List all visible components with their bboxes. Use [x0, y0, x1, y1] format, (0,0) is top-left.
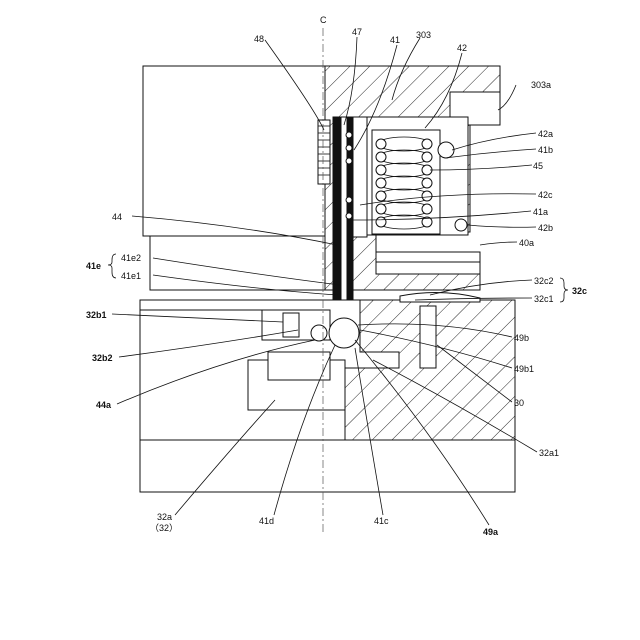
label-40a: 40a — [519, 238, 534, 248]
label-42a: 42a — [538, 129, 553, 139]
label-45: 45 — [533, 161, 543, 171]
small-ball-44a — [311, 325, 327, 341]
label-32a: 32a — [157, 512, 172, 522]
label-32c1: 32c1 — [534, 294, 554, 304]
label-41e: 41e — [86, 261, 101, 271]
label-42b: 42b — [538, 223, 553, 233]
lower-left-block — [150, 236, 325, 290]
label-41b: 41b — [538, 145, 553, 155]
label-32: （32） — [150, 523, 178, 533]
label-47: 47 — [352, 27, 362, 37]
piston-40a — [376, 252, 480, 274]
label-49a: 49a — [483, 527, 499, 537]
label-44a: 44a — [96, 400, 112, 410]
upper-housing-left-block — [143, 66, 325, 236]
label-41e2: 41e2 — [121, 253, 141, 263]
label-32b2: 32b2 — [92, 353, 113, 363]
label-41c: 41c — [374, 516, 389, 526]
label-30: 30 — [514, 398, 524, 408]
brace-41e — [108, 254, 116, 278]
ball-49a — [329, 318, 359, 348]
lower-body-30 — [140, 292, 515, 492]
seal-42a — [438, 142, 454, 158]
seal-42b — [455, 219, 467, 231]
piston-guide-41 — [353, 117, 367, 237]
label-32a1: 32a1 — [539, 448, 559, 458]
label-42c: 42c — [538, 190, 553, 200]
label-49b1: 49b1 — [514, 364, 534, 374]
center-axis-label: C — [320, 15, 327, 25]
label-41d: 41d — [259, 516, 274, 526]
brace-32c — [560, 278, 568, 302]
label-44: 44 — [112, 212, 122, 222]
label-32b1: 32b1 — [86, 310, 107, 320]
label-49b: 49b — [514, 333, 529, 343]
label-48: 48 — [254, 34, 264, 44]
pin-49b1 — [420, 306, 436, 368]
label-32c: 32c — [572, 286, 587, 296]
label-41a: 41a — [533, 207, 548, 217]
label-41e1: 41e1 — [121, 271, 141, 281]
label-303: 303 — [416, 30, 431, 40]
rod-47 — [333, 117, 341, 305]
label-41: 41 — [390, 35, 400, 45]
label-32c2: 32c2 — [534, 276, 554, 286]
label-42: 42 — [457, 43, 467, 53]
label-303a: 303a — [531, 80, 551, 90]
